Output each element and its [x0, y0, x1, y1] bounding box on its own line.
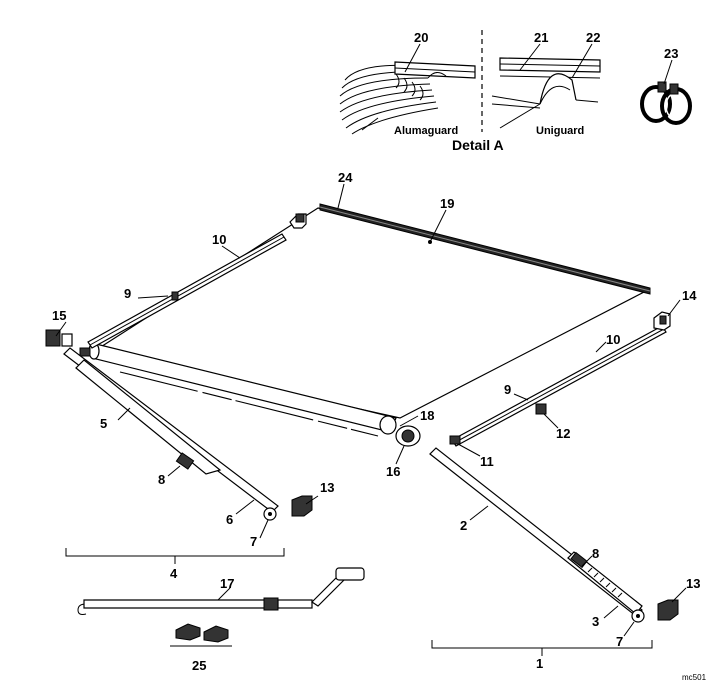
- alumaguard-illustration: [339, 61, 476, 135]
- callout-12: 12: [556, 426, 570, 441]
- callout-25: 25: [192, 658, 206, 673]
- callout-24: 24: [338, 170, 353, 185]
- callout-16: 16: [386, 464, 400, 479]
- callout-numbers: 24 19 10 9 15 5 8 6 7 13 4 14 10 9 12 11…: [52, 170, 700, 673]
- right-rafter-arm: [449, 325, 667, 447]
- left-rafter-arm: [79, 233, 287, 357]
- clips-part-25: [170, 623, 232, 647]
- callout-15: 15: [52, 308, 66, 323]
- uniguard-label: Uniguard: [536, 125, 584, 137]
- callout-10-left: 10: [212, 232, 226, 247]
- callout-5: 5: [100, 416, 107, 431]
- callout-9-left: 9: [124, 286, 131, 301]
- callout-8-right: 8: [592, 546, 599, 561]
- callout-20: 20: [414, 30, 428, 45]
- callout-7-right: 7: [616, 634, 623, 649]
- group-bracket-1: [431, 640, 653, 656]
- callout-1: 1: [536, 656, 543, 671]
- roller-end-cap: [395, 425, 421, 447]
- detail-a-title: Detail A: [452, 137, 504, 153]
- right-support-arm: [429, 447, 645, 623]
- crank-handle-part-17: [77, 567, 365, 615]
- callout-19: 19: [440, 196, 454, 211]
- callout-10-right: 10: [606, 332, 620, 347]
- detail-a: 20 21 22 Alumaguard Uniguard Detail A: [339, 30, 601, 153]
- callout-14: 14: [682, 288, 697, 303]
- callout-4: 4: [170, 566, 178, 581]
- clamp-part-23: 23: [640, 46, 692, 125]
- leader-lines: [55, 183, 687, 637]
- alumaguard-label: Alumaguard: [394, 125, 458, 137]
- callout-7-left: 7: [250, 534, 257, 549]
- callout-13-right: 13: [686, 576, 700, 591]
- left-head-bracket: [45, 329, 73, 347]
- uniguard-illustration: [491, 57, 601, 109]
- callout-21: 21: [534, 30, 548, 45]
- callout-3: 3: [592, 614, 599, 629]
- callout-2: 2: [460, 518, 467, 533]
- group-bracket-4: [65, 548, 285, 564]
- callout-8-left: 8: [158, 472, 165, 487]
- callout-6: 6: [226, 512, 233, 527]
- callout-13-left: 13: [320, 480, 334, 495]
- callout-17: 17: [220, 576, 234, 591]
- callout-23: 23: [664, 46, 678, 61]
- figure-code: mc501: [682, 673, 707, 682]
- callout-22: 22: [586, 30, 600, 45]
- left-support-arm: [63, 347, 279, 521]
- callout-18: 18: [420, 408, 434, 423]
- awning-assembly: [45, 203, 679, 623]
- callout-9-right: 9: [504, 382, 511, 397]
- callout-11: 11: [480, 454, 494, 469]
